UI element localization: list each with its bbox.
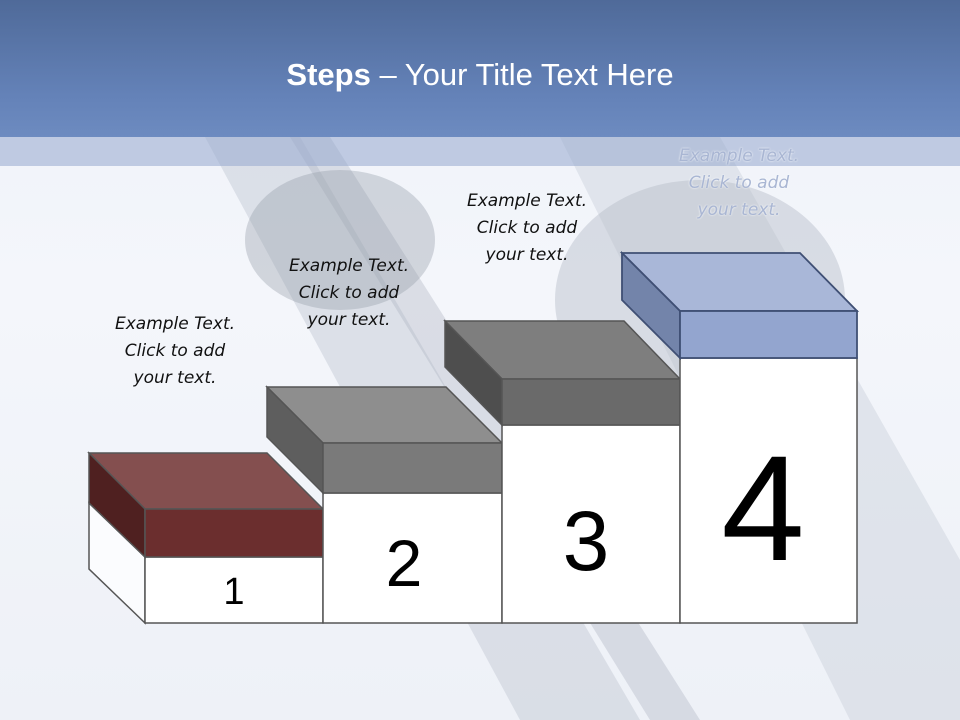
step-3-lid-front: [501, 378, 681, 426]
title-bar: [0, 0, 960, 137]
step-4-number: 4: [721, 424, 804, 592]
step-4-lid-front: [679, 310, 858, 359]
step-2-number: 2: [386, 526, 423, 600]
step-3-caption-line-1: Example Text.: [466, 191, 588, 211]
page-title[interactable]: Steps – Your Title Text Here: [0, 52, 960, 98]
step-1-caption[interactable]: Example Text. Click to add your text.: [80, 311, 270, 392]
step-3-caption-line-3: your text.: [485, 245, 569, 265]
step-1-caption-line-2: Click to add: [124, 341, 226, 361]
step-1-caption-line-3: your text.: [133, 368, 217, 388]
step-4-caption-line-2: Click to add: [688, 173, 790, 193]
step-3[interactable]: 3: [443, 319, 682, 624]
step-1-caption-line-1: Example Text.: [114, 314, 236, 334]
step-1-number: 1: [223, 571, 244, 613]
step-2-caption-line-1: Example Text.: [288, 256, 410, 276]
step-3-caption-line-2: Click to add: [476, 218, 578, 238]
step-4-caption-line-1: Example Text.: [678, 146, 800, 166]
step-4-caption-line-3: your text.: [697, 200, 781, 220]
title-bar-strip: [0, 137, 960, 166]
step-2-caption-line-2: Click to add: [298, 283, 400, 303]
step-4-caption[interactable]: Example Text. Click to add your text.: [644, 143, 834, 224]
step-4[interactable]: 4: [619, 250, 860, 624]
step-2-caption[interactable]: Example Text. Click to add your text.: [254, 253, 444, 334]
step-1[interactable]: 1: [87, 451, 325, 625]
step-3-caption[interactable]: Example Text. Click to add your text.: [432, 188, 622, 269]
title-rest: – Your Title Text Here: [370, 57, 674, 92]
step-4-column: [679, 357, 858, 624]
step-1-column: [144, 556, 324, 624]
step-2-lid-front: [322, 442, 503, 494]
step-1-lid-front: [144, 508, 324, 558]
step-2-caption-line-3: your text.: [307, 310, 391, 330]
step-3-number: 3: [563, 494, 610, 588]
step-3-column: [501, 424, 681, 624]
title-bold: Steps: [286, 57, 371, 92]
